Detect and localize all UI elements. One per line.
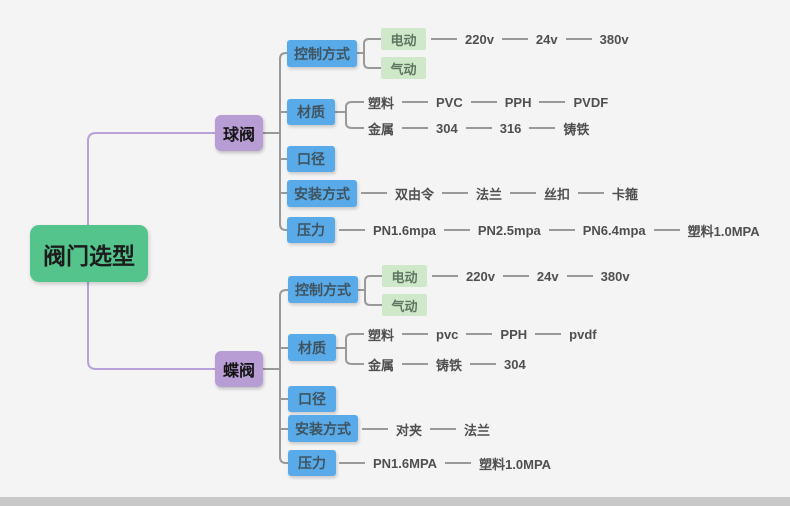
connector-line xyxy=(510,192,537,194)
node-pph[interactable]: PPH xyxy=(500,326,528,342)
connector-line xyxy=(565,38,592,40)
connector-line xyxy=(466,333,493,335)
chain-ball-metal-materials: 金属 304 316 铸铁 xyxy=(368,118,589,138)
root-node-valve-selection[interactable]: 阀门选型 xyxy=(30,225,148,282)
connector-line xyxy=(566,275,593,277)
chain-butterfly-plastic-materials: 塑料 pvc PPH pvdf xyxy=(368,324,597,344)
node-plastic-10mpa[interactable]: 塑料1.0MPA xyxy=(687,223,760,239)
connector-line xyxy=(470,363,497,365)
node-flange[interactable]: 法兰 xyxy=(464,422,491,438)
connector-line xyxy=(578,192,605,194)
canvas-bottom-edge xyxy=(0,497,790,506)
connector-line xyxy=(501,38,528,40)
node-voltage-220v[interactable]: 220v xyxy=(466,268,495,284)
node-voltage-380v[interactable]: 380v xyxy=(600,268,630,284)
chain-ball-pressure-options: PN1.6mpa PN2.5mpa PN6.4mpa 塑料1.0MPA xyxy=(339,220,760,240)
node-flange[interactable]: 法兰 xyxy=(476,186,503,202)
connector-line xyxy=(402,127,429,129)
connector-line xyxy=(442,192,469,194)
connector-line xyxy=(339,229,365,231)
connector-line xyxy=(502,275,529,277)
connector-line xyxy=(432,275,458,277)
topic-butterfly-pressure[interactable]: 压力 xyxy=(288,450,336,476)
connector-line xyxy=(402,363,429,365)
connector-line xyxy=(402,101,429,103)
node-cast-iron[interactable]: 铸铁 xyxy=(563,121,590,137)
node-plastic-label[interactable]: 塑料 xyxy=(368,327,395,343)
node-pn25[interactable]: PN2.5mpa xyxy=(477,222,541,238)
topic-butterfly-material[interactable]: 材质 xyxy=(288,334,336,361)
node-voltage-380v[interactable]: 380v xyxy=(599,31,629,47)
node-316[interactable]: 316 xyxy=(499,120,522,136)
topic-ball-material[interactable]: 材质 xyxy=(287,99,335,125)
node-voltage-220v[interactable]: 220v xyxy=(465,31,494,47)
connector-line xyxy=(431,38,457,40)
branch-node-ball-valve[interactable]: 球阀 xyxy=(215,115,263,151)
connector-line xyxy=(362,428,388,430)
node-304[interactable]: 304 xyxy=(504,356,526,372)
chain-butterfly-electric-voltages: 220v 24v 380v xyxy=(432,266,630,286)
node-304[interactable]: 304 xyxy=(436,120,458,136)
node-pph[interactable]: PPH xyxy=(504,94,532,110)
connector-line xyxy=(548,229,575,231)
connector-line xyxy=(535,333,562,335)
chain-butterfly-install-options: 对夹 法兰 xyxy=(362,419,490,439)
topic-ball-pressure[interactable]: 压力 xyxy=(287,217,335,243)
topic-ball-diameter[interactable]: 口径 xyxy=(287,146,335,172)
leaf-butterfly-pneumatic[interactable]: 气动 xyxy=(382,294,427,316)
connector-line xyxy=(445,462,472,464)
node-clamp[interactable]: 卡箍 xyxy=(612,186,639,202)
node-pn16[interactable]: PN1.6mpa xyxy=(373,222,436,238)
leaf-butterfly-electric[interactable]: 电动 xyxy=(382,265,427,287)
node-voltage-24v[interactable]: 24v xyxy=(536,268,559,284)
topic-butterfly-install-mode[interactable]: 安装方式 xyxy=(288,415,358,442)
topic-ball-install-mode[interactable]: 安装方式 xyxy=(287,180,357,207)
topic-ball-control-mode[interactable]: 控制方式 xyxy=(287,40,357,67)
node-pvdf[interactable]: PVDF xyxy=(573,94,609,110)
connector-line xyxy=(653,229,680,231)
node-metal-label[interactable]: 金属 xyxy=(368,121,395,137)
node-voltage-24v[interactable]: 24v xyxy=(535,31,558,47)
leaf-ball-electric[interactable]: 电动 xyxy=(381,28,426,50)
chain-butterfly-metal-materials: 金属 铸铁 304 xyxy=(368,354,526,374)
chain-butterfly-pressure-options: PN1.6MPA 塑料1.0MPA xyxy=(339,453,551,473)
topic-butterfly-control-mode[interactable]: 控制方式 xyxy=(288,276,358,303)
chain-ball-plastic-materials: 塑料 PVC PPH PVDF xyxy=(368,92,608,112)
node-pn16[interactable]: PN1.6MPA xyxy=(373,455,438,471)
connector-line xyxy=(529,127,556,129)
connector-line xyxy=(402,333,429,335)
node-pn64[interactable]: PN6.4mpa xyxy=(582,222,646,238)
leaf-ball-pneumatic[interactable]: 气动 xyxy=(381,57,426,79)
node-thread[interactable]: 丝扣 xyxy=(544,186,571,202)
connector-line xyxy=(465,127,492,129)
chain-ball-electric-voltages: 220v 24v 380v xyxy=(431,29,629,49)
node-metal-label[interactable]: 金属 xyxy=(368,357,395,373)
node-pvdf[interactable]: pvdf xyxy=(569,326,597,342)
connector-line xyxy=(443,229,470,231)
node-wafer[interactable]: 对夹 xyxy=(396,422,423,438)
connector-line xyxy=(430,428,457,430)
node-pvc[interactable]: pvc xyxy=(436,326,459,342)
node-pvc[interactable]: PVC xyxy=(436,94,463,110)
chain-ball-install-options: 双由令 法兰 丝扣 卡箍 xyxy=(361,183,638,203)
connector-line xyxy=(361,192,387,194)
connector-line xyxy=(470,101,497,103)
node-plastic-10mpa[interactable]: 塑料1.0MPA xyxy=(479,456,552,472)
topic-butterfly-diameter[interactable]: 口径 xyxy=(288,386,336,412)
node-union[interactable]: 双由令 xyxy=(395,186,435,202)
node-plastic-label[interactable]: 塑料 xyxy=(368,95,395,111)
branch-node-butterfly-valve[interactable]: 蝶阀 xyxy=(215,351,263,387)
node-cast-iron[interactable]: 铸铁 xyxy=(436,357,463,373)
connector-line xyxy=(339,462,365,464)
connector-line xyxy=(539,101,566,103)
